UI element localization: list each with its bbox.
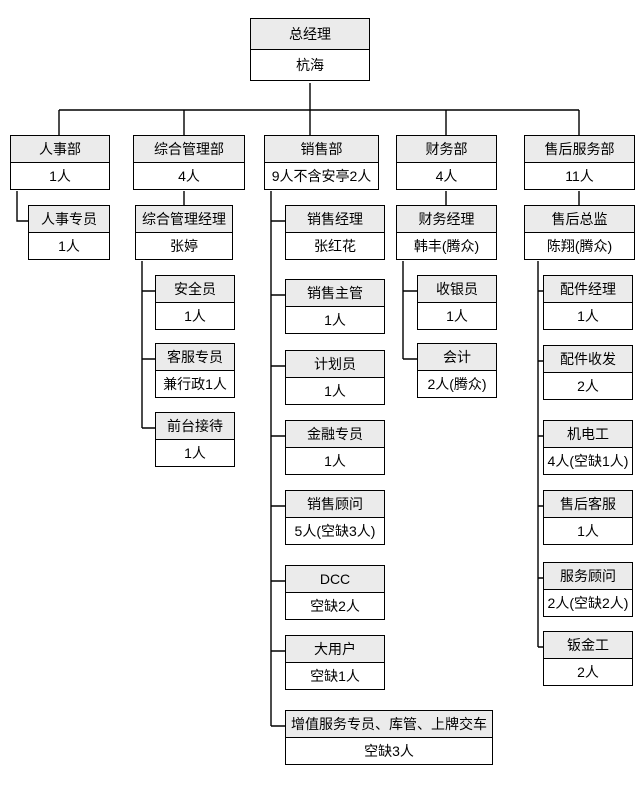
node-value-added-group: 增值服务专员、库管、上牌交车 空缺3人	[285, 710, 493, 765]
node-admin-manager-value: 张婷	[136, 233, 232, 259]
node-admin-dept-title: 综合管理部	[134, 136, 244, 163]
node-parts-manager: 配件经理 1人	[543, 275, 633, 330]
node-general-manager-value: 杭海	[251, 50, 369, 80]
connector-root-to-departments	[58, 83, 580, 135]
node-hr-dept: 人事部 1人	[10, 135, 110, 190]
node-safety-officer-value: 1人	[156, 303, 234, 329]
node-planner-value: 1人	[286, 378, 384, 404]
node-parts-manager-title: 配件经理	[544, 276, 632, 303]
node-receptionist-title: 前台接待	[156, 413, 234, 440]
node-finance-dept-value: 4人	[397, 163, 496, 189]
node-safety-officer: 安全员 1人	[155, 275, 235, 330]
node-sales-manager-title: 销售经理	[286, 206, 384, 233]
connector-sales-to-children	[270, 191, 285, 727]
node-finance-dept-title: 财务部	[397, 136, 496, 163]
node-key-account-value: 空缺1人	[286, 663, 384, 689]
node-sales-supervisor: 销售主管 1人	[285, 279, 385, 334]
node-accountant-title: 会计	[418, 344, 496, 371]
node-parts-clerk-value: 2人	[544, 373, 632, 399]
node-hr-specialist-value: 1人	[29, 233, 109, 259]
node-aftersales-dept-title: 售后服务部	[525, 136, 634, 163]
node-key-account-title: 大用户	[286, 636, 384, 663]
node-service-advisor-value: 2人(空缺2人)	[544, 590, 632, 616]
connector-finance-manager-to-children	[402, 261, 417, 360]
node-general-manager-title: 总经理	[251, 19, 369, 50]
node-admin-dept-value: 4人	[134, 163, 244, 189]
node-parts-clerk-title: 配件收发	[544, 346, 632, 373]
node-finance-manager-value: 韩丰(腾众)	[397, 233, 496, 259]
node-accountant: 会计 2人(腾众)	[417, 343, 497, 398]
node-sales-consultant: 销售顾问 5人(空缺3人)	[285, 490, 385, 545]
node-sheet-metal-worker-title: 钣金工	[544, 632, 632, 659]
node-aftersales-service-title: 售后客服	[544, 491, 632, 518]
node-service-advisor-title: 服务顾问	[544, 563, 632, 590]
node-finance-manager: 财务经理 韩丰(腾众)	[396, 205, 497, 260]
node-cashier-value: 1人	[418, 303, 496, 329]
node-finance-specialist-value: 1人	[286, 448, 384, 474]
connector-aftersales-director-to-children	[537, 261, 543, 648]
connector-hr-to-specialist	[16, 191, 28, 222]
node-receptionist: 前台接待 1人	[155, 412, 235, 467]
node-sales-supervisor-title: 销售主管	[286, 280, 384, 307]
node-service-specialist: 客服专员 兼行政1人	[155, 343, 235, 398]
node-aftersales-service-value: 1人	[544, 518, 632, 544]
node-sales-manager-value: 张红花	[286, 233, 384, 259]
node-parts-manager-value: 1人	[544, 303, 632, 329]
node-service-advisor: 服务顾问 2人(空缺2人)	[543, 562, 633, 617]
node-aftersales-dept: 售后服务部 11人	[524, 135, 635, 190]
node-hr-specialist: 人事专员 1人	[28, 205, 110, 260]
node-parts-clerk: 配件收发 2人	[543, 345, 633, 400]
node-planner: 计划员 1人	[285, 350, 385, 405]
node-finance-manager-title: 财务经理	[397, 206, 496, 233]
node-dcc: DCC 空缺2人	[285, 565, 385, 620]
node-sales-dept-value: 9人不含安亭2人	[265, 163, 378, 189]
node-cashier: 收银员 1人	[417, 275, 497, 330]
node-planner-title: 计划员	[286, 351, 384, 378]
node-aftersales-director: 售后总监 陈翔(腾众)	[524, 205, 635, 260]
node-receptionist-value: 1人	[156, 440, 234, 466]
node-admin-manager: 综合管理经理 张婷	[135, 205, 233, 260]
node-mechanic-value: 4人(空缺1人)	[544, 448, 632, 474]
node-finance-specialist-title: 金融专员	[286, 421, 384, 448]
node-sales-dept: 销售部 9人不含安亭2人	[264, 135, 379, 190]
node-value-added-group-title: 增值服务专员、库管、上牌交车	[286, 711, 492, 738]
node-sheet-metal-worker-value: 2人	[544, 659, 632, 685]
node-service-specialist-title: 客服专员	[156, 344, 234, 371]
node-dcc-value: 空缺2人	[286, 593, 384, 619]
node-accountant-value: 2人(腾众)	[418, 371, 496, 397]
node-dcc-title: DCC	[286, 566, 384, 593]
node-sales-consultant-value: 5人(空缺3人)	[286, 518, 384, 544]
node-hr-specialist-title: 人事专员	[29, 206, 109, 233]
node-mechanic-title: 机电工	[544, 421, 632, 448]
node-service-specialist-value: 兼行政1人	[156, 371, 234, 397]
node-aftersales-director-title: 售后总监	[525, 206, 634, 233]
node-hr-dept-title: 人事部	[11, 136, 109, 163]
node-sales-manager: 销售经理 张红花	[285, 205, 385, 260]
node-aftersales-dept-value: 11人	[525, 163, 634, 189]
node-key-account: 大用户 空缺1人	[285, 635, 385, 690]
node-safety-officer-title: 安全员	[156, 276, 234, 303]
node-admin-dept: 综合管理部 4人	[133, 135, 245, 190]
node-finance-dept: 财务部 4人	[396, 135, 497, 190]
node-sheet-metal-worker: 钣金工 2人	[543, 631, 633, 686]
node-general-manager: 总经理 杭海	[250, 18, 370, 81]
node-sales-supervisor-value: 1人	[286, 307, 384, 333]
node-value-added-group-value: 空缺3人	[286, 738, 492, 764]
node-cashier-title: 收银员	[418, 276, 496, 303]
node-mechanic: 机电工 4人(空缺1人)	[543, 420, 633, 475]
node-aftersales-director-value: 陈翔(腾众)	[525, 233, 634, 259]
node-sales-consultant-title: 销售顾问	[286, 491, 384, 518]
node-aftersales-service: 售后客服 1人	[543, 490, 633, 545]
node-hr-dept-value: 1人	[11, 163, 109, 189]
connector-admin-manager-to-children	[141, 261, 155, 429]
node-finance-specialist: 金融专员 1人	[285, 420, 385, 475]
node-sales-dept-title: 销售部	[265, 136, 378, 163]
node-admin-manager-title: 综合管理经理	[136, 206, 232, 233]
